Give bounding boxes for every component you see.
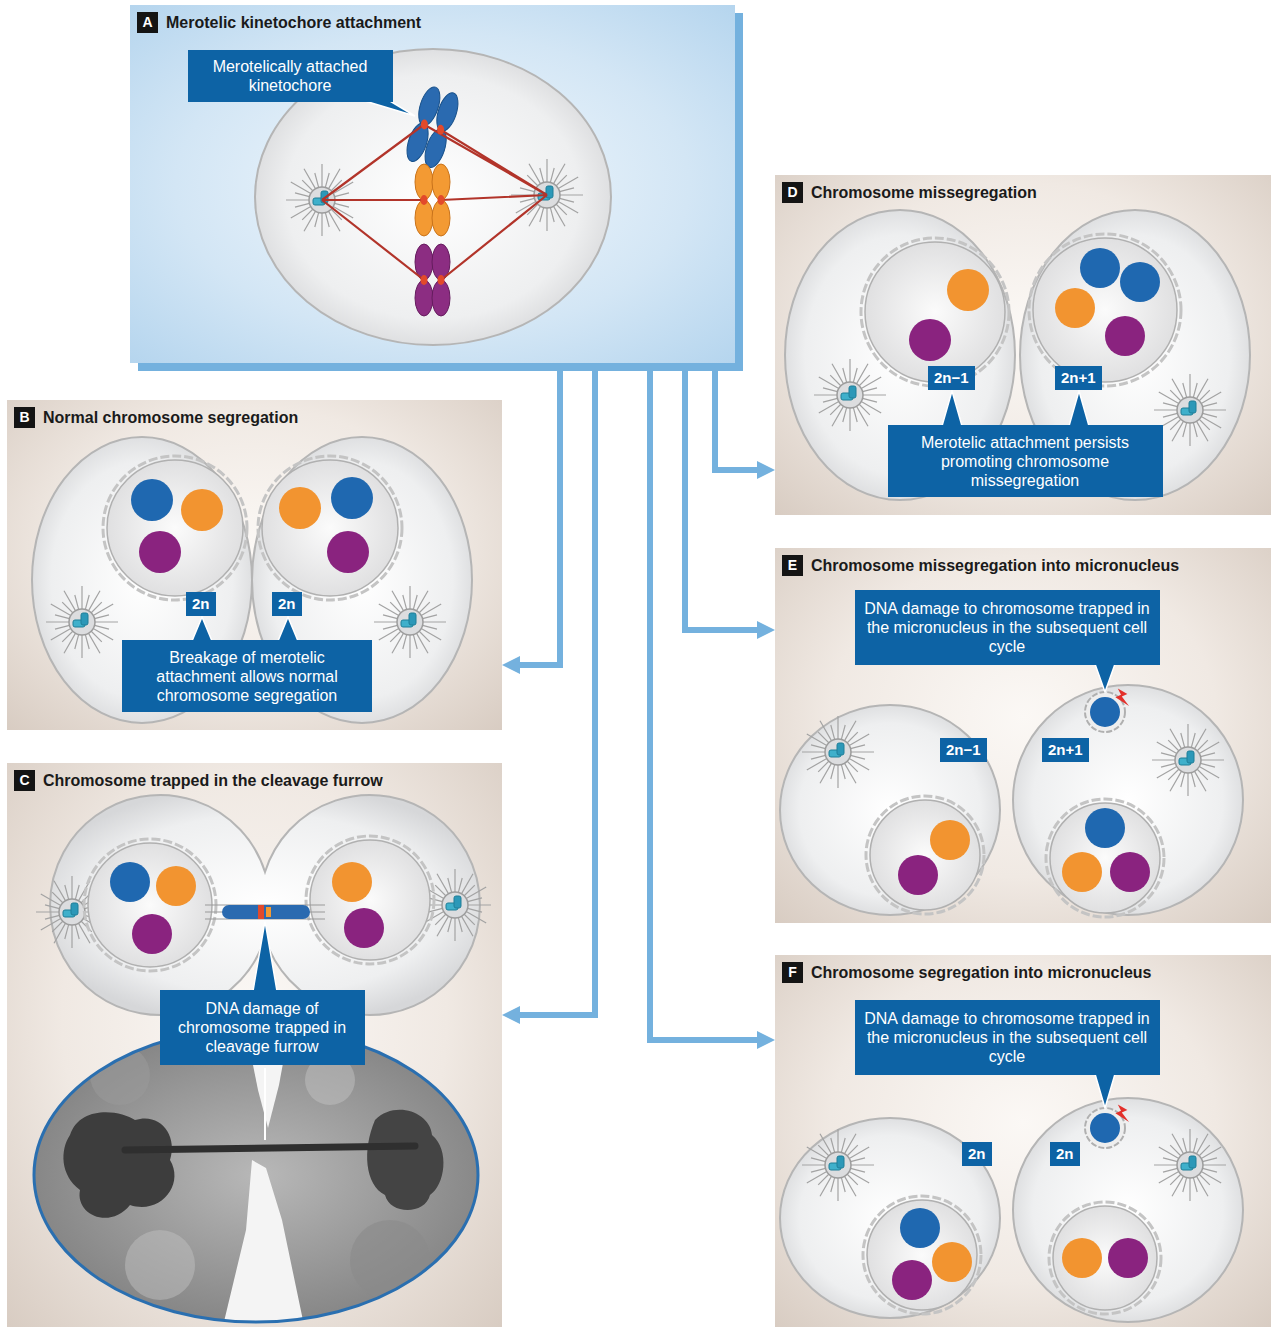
panel-title: Chromosome missegregation into micronucl… bbox=[811, 555, 1179, 576]
flow-arrow bbox=[650, 363, 757, 1040]
panel-title: Chromosome missegregation bbox=[811, 182, 1037, 203]
callout-text: DNA damage to chromosome trapped in the … bbox=[863, 1009, 1152, 1066]
callout-box: Merotelically attached kinetochore bbox=[188, 50, 393, 102]
ploidy-label: 2n−1 bbox=[934, 368, 969, 388]
ploidy-tag: 2n bbox=[962, 1142, 992, 1166]
panel-letter: A bbox=[137, 12, 158, 33]
flow-arrow bbox=[520, 363, 595, 1015]
ploidy-label: 2n+1 bbox=[1048, 740, 1083, 760]
callout-box: Breakage of merotelic attachment allows … bbox=[122, 640, 372, 712]
ploidy-tag: 2n bbox=[186, 592, 216, 616]
ploidy-label: 2n bbox=[968, 1144, 986, 1164]
ploidy-label: 2n bbox=[278, 594, 296, 614]
figure-panel: C Chromosome trapped in the cleavage furr… bbox=[7, 763, 502, 1327]
ploidy-tag: 2n−1 bbox=[928, 366, 975, 390]
ploidy-tag: 2n−1 bbox=[940, 738, 987, 762]
callout-text: Merotelically attached kinetochore bbox=[196, 57, 385, 95]
ploidy-label: 2n bbox=[192, 594, 210, 614]
ploidy-tag: 2n bbox=[1050, 1142, 1080, 1166]
figure-panel: A Merotelic kinetochore attachmentMerotel… bbox=[130, 5, 735, 363]
panel-letter: D bbox=[782, 182, 803, 203]
panel-letter: E bbox=[782, 555, 803, 576]
ploidy-tag: 2n+1 bbox=[1042, 738, 1089, 762]
figure-panel: D Chromosome missegregation 2n−1 2n+1Merote… bbox=[775, 175, 1271, 515]
panel-letter: F bbox=[782, 962, 803, 983]
ploidy-label: 2n+1 bbox=[1061, 368, 1096, 388]
panel-letter: C bbox=[14, 770, 35, 791]
callout-box: DNA damage of chromosome trapped in clea… bbox=[160, 990, 365, 1065]
ploidy-label: 2n−1 bbox=[946, 740, 981, 760]
figure-panel: E Chromosome missegregation into micronuc… bbox=[775, 548, 1271, 923]
callout-box: DNA damage to chromosome trapped in the … bbox=[855, 590, 1160, 665]
callout-box: DNA damage to chromosome trapped in the … bbox=[855, 1000, 1160, 1075]
panel-title: Chromosome segregation into micronucleus bbox=[811, 962, 1152, 983]
ploidy-tag: 2n bbox=[272, 592, 302, 616]
callout-text: Breakage of merotelic attachment allows … bbox=[130, 648, 364, 705]
figure-panel: B Normal chromosome segregation 2n 2nBreaka… bbox=[7, 400, 502, 730]
flow-arrow bbox=[520, 363, 560, 665]
panel-letter: B bbox=[14, 407, 35, 428]
callout-text: DNA damage to chromosome trapped in the … bbox=[863, 599, 1152, 656]
ploidy-label: 2n bbox=[1056, 1144, 1074, 1164]
panel-title: Merotelic kinetochore attachment bbox=[166, 12, 421, 33]
flow-arrow bbox=[685, 363, 757, 630]
figure-panel: F Chromosome segregation into micronucleu… bbox=[775, 955, 1271, 1327]
callout-box: Merotelic attachment persists promoting … bbox=[888, 425, 1163, 497]
panel-title: Normal chromosome segregation bbox=[43, 407, 298, 428]
ploidy-tag: 2n+1 bbox=[1055, 366, 1102, 390]
callout-text: Merotelic attachment persists promoting … bbox=[896, 433, 1155, 490]
connector-group bbox=[520, 363, 757, 1040]
callout-text: DNA damage of chromosome trapped in clea… bbox=[168, 999, 357, 1056]
flow-arrow bbox=[715, 363, 757, 470]
panel-title: Chromosome trapped in the cleavage furro… bbox=[43, 770, 383, 791]
